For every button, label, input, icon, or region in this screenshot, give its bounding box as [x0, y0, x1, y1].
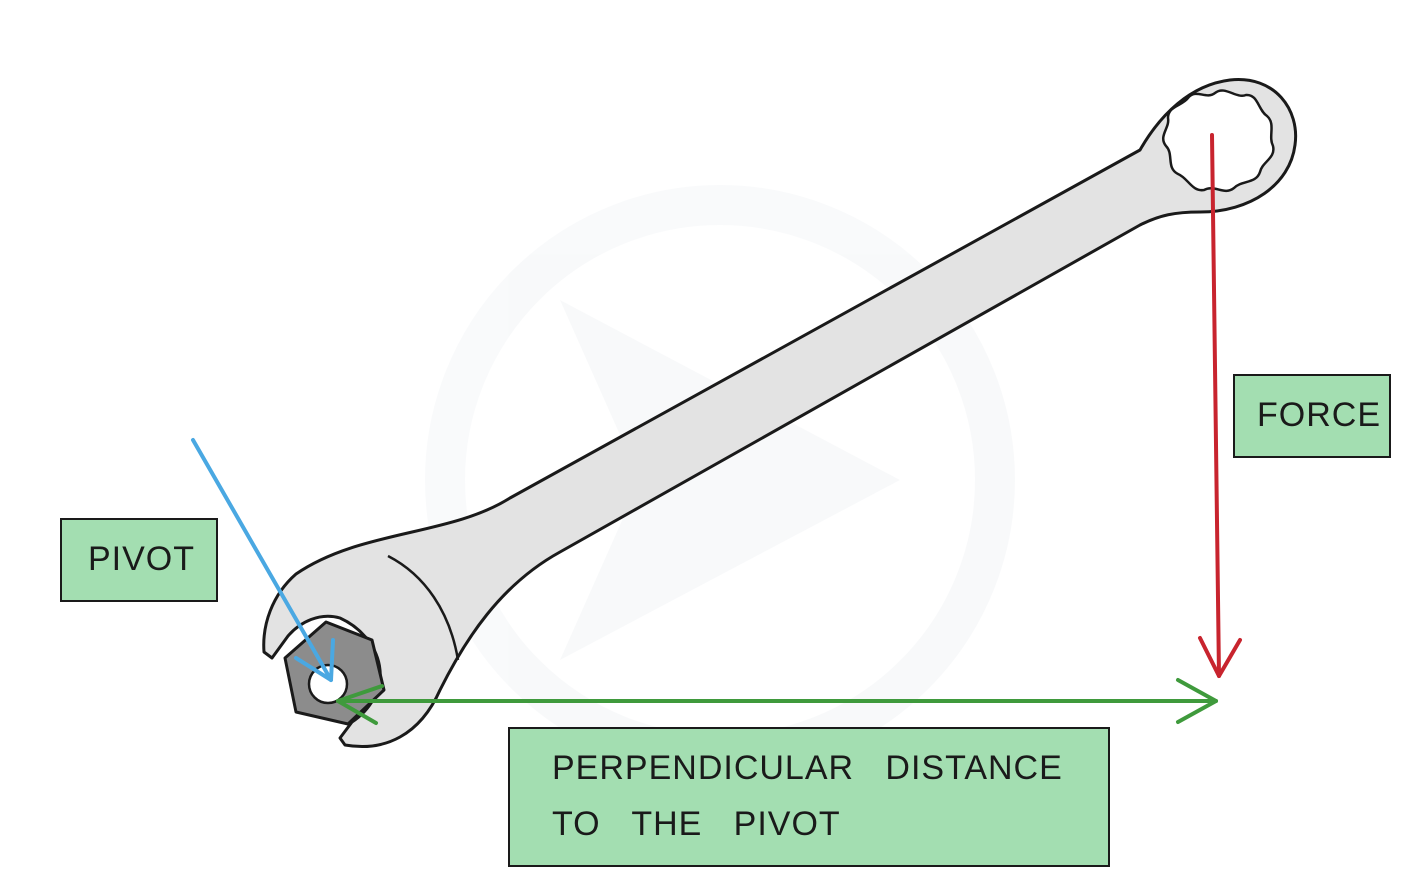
ring-end-hole [1161, 89, 1275, 193]
spanner-neck-line [387, 554, 460, 661]
spanner-handle [262, 78, 1298, 748]
hex-nut-icon [283, 620, 386, 726]
force-label: FORCE [1257, 396, 1381, 434]
distance-label-line2: TO THE PIVOT [552, 805, 841, 843]
force-label-box: FORCE [1233, 374, 1391, 458]
spanner-icon [262, 78, 1298, 748]
pivot-label-box: PIVOT [60, 518, 218, 602]
force-arrow [1198, 133, 1242, 678]
pivot-label: PIVOT [88, 540, 196, 578]
distance-label-box: PERPENDICULAR DISTANCE TO THE PIVOT [508, 727, 1110, 867]
distance-arrow [336, 678, 1218, 725]
pivot-arrow [191, 438, 335, 682]
distance-label-line1: PERPENDICULAR DISTANCE [552, 749, 1063, 787]
